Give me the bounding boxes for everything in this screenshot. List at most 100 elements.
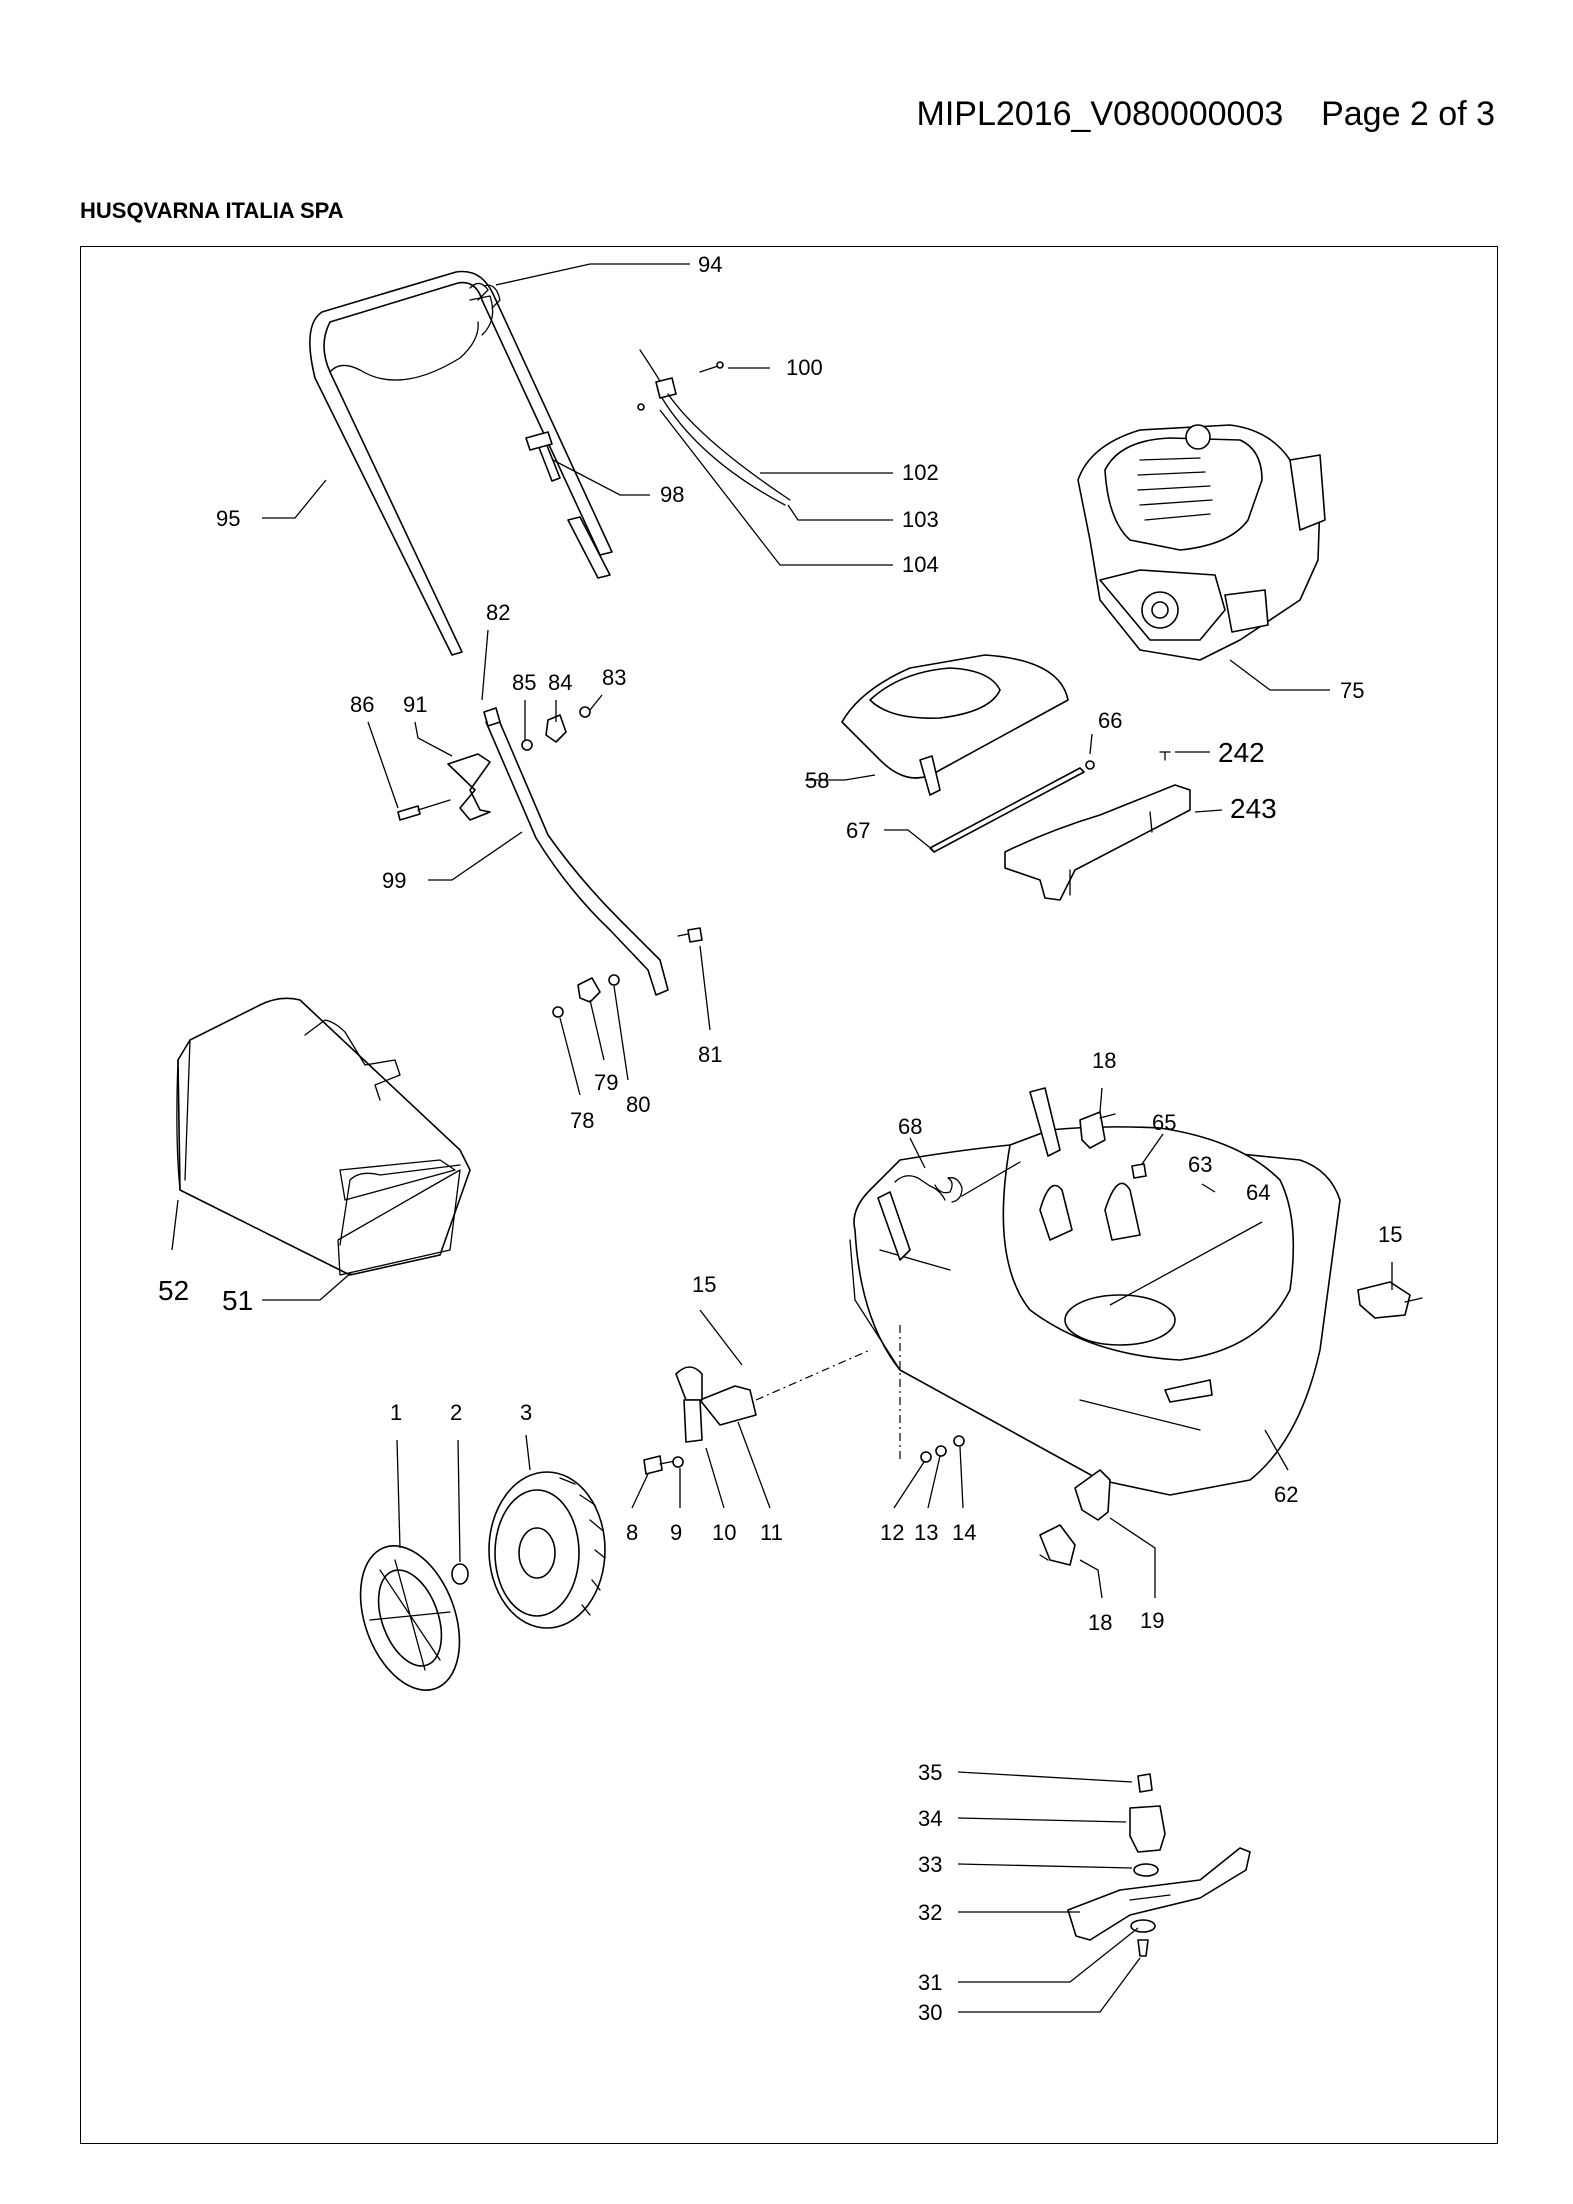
callout-91: 91 [403,692,427,717]
bolt-81-part[interactable] [677,927,703,943]
callout-98: 98 [660,482,684,507]
rear-deflector-part[interactable] [841,654,1069,796]
callout-15-center: 15 [692,1272,716,1297]
callout-31: 31 [918,1970,942,1995]
part-78[interactable] [552,1006,564,1018]
bracket-18-top-part[interactable] [1079,1111,1116,1149]
callout-103: 103 [902,507,939,532]
callout-11: 11 [760,1520,783,1545]
callout-58: 58 [805,768,829,793]
callout-19: 19 [1140,1608,1164,1633]
callout-66: 66 [1098,708,1122,733]
callout-75: 75 [1340,678,1364,703]
bracket-91-part[interactable] [447,753,491,821]
callout-80: 80 [626,1092,650,1117]
callout-63: 63 [1188,1152,1212,1177]
control-lever-part[interactable] [469,282,501,309]
callout-30: 30 [918,2000,942,2025]
blade-key-part[interactable] [1137,1773,1153,1793]
page-indicator: Page 2 of 3 [1321,95,1495,133]
grass-bag-part[interactable] [176,997,471,1276]
part-83[interactable] [579,706,591,718]
callout-67: 67 [846,818,870,843]
handle-tube-part[interactable] [525,431,611,579]
part-85[interactable] [521,739,533,751]
bracket-18-bottom-part[interactable] [1039,1524,1076,1566]
callout-99: 99 [382,868,406,893]
callout-51: 51 [222,1285,253,1316]
company-name: HUSQVARNA ITALIA SPA [80,198,344,223]
washer-66-part[interactable] [1085,760,1095,770]
callout-81: 81 [698,1042,722,1067]
bag-frame-part[interactable] [339,1164,461,1246]
pin-65-part[interactable] [1131,1163,1147,1179]
washer-12-part[interactable] [920,1451,932,1463]
callout-14: 14 [952,1520,976,1545]
diagram-frame [80,246,1498,2144]
hubcap-part[interactable] [342,1532,478,1704]
document-id: MIPL2016_V080000003 [916,95,1284,133]
callout-35: 35 [918,1760,942,1785]
callout-85: 85 [512,670,536,695]
callout-labels: 94 100 102 103 104 95 98 75 82 85 84 83 … [158,252,1402,2025]
callout-32: 32 [918,1900,942,1925]
callout-15-right: 15 [1378,1222,1402,1247]
callout-3: 3 [520,1400,532,1425]
callout-52: 52 [158,1275,189,1306]
upper-handle-part[interactable] [309,270,613,656]
callout-86: 86 [350,692,374,717]
leader-lines [171,263,1393,2013]
washer-13-part[interactable] [935,1445,947,1457]
screw-242-part[interactable] [1159,751,1171,761]
part-84[interactable] [545,714,567,743]
callout-95: 95 [216,506,240,531]
callout-1: 1 [390,1400,402,1425]
bracket-15-right-part[interactable] [1357,1281,1423,1319]
mower-deck-part[interactable] [849,1126,1341,1496]
lever-10-part[interactable] [675,1366,703,1443]
callout-102: 102 [902,460,939,485]
wheel-part[interactable] [488,1471,606,1629]
nut-2-part[interactable] [451,1563,469,1585]
callout-10: 10 [712,1520,736,1545]
bolt-8-part[interactable] [643,1455,681,1475]
callout-243: 243 [1230,793,1277,824]
spring-part[interactable] [894,1161,1021,1203]
washer-33-part[interactable] [1133,1863,1159,1877]
bracket-19-part[interactable] [1074,1469,1111,1521]
callout-12: 12 [880,1520,904,1545]
callout-242: 242 [1218,737,1265,768]
axle-dash-line [755,1325,901,1460]
callout-78: 78 [570,1108,594,1133]
callout-104: 104 [902,552,939,577]
callout-68: 68 [898,1114,922,1139]
callout-8: 8 [626,1520,638,1545]
nut-14-part[interactable] [953,1435,965,1447]
callout-82: 82 [486,600,510,625]
callout-64: 64 [1246,1180,1270,1205]
part-80[interactable] [608,974,620,986]
callout-83: 83 [602,665,626,690]
callout-62: 62 [1274,1482,1298,1507]
deck-plate-right-part[interactable] [1029,1087,1061,1157]
lower-handle-part[interactable] [483,707,669,996]
blade-part[interactable] [1067,1847,1251,1941]
callout-84: 84 [548,670,572,695]
callout-34: 34 [918,1806,942,1831]
deck-plate-left-part[interactable] [877,1191,911,1261]
engine-part[interactable] [1077,424,1326,661]
callout-2: 2 [450,1400,462,1425]
callout-18-top: 18 [1092,1048,1116,1073]
washer-9-part[interactable] [672,1456,684,1468]
callout-94: 94 [698,252,722,277]
part-79[interactable] [577,977,601,1003]
bolt-30-part[interactable] [1137,1939,1149,1957]
rear-cover-part[interactable] [1004,784,1191,901]
throttle-cable-part[interactable] [637,349,791,506]
callout-18-bottom: 18 [1088,1610,1112,1635]
bolt-86-part[interactable] [397,799,451,821]
callout-9: 9 [670,1520,682,1545]
blade-adapter-part[interactable] [1129,1805,1166,1853]
document-id-header: MIPL2016_V080000003 Page 2 of 3 [860,95,1495,134]
shaft-part[interactable] [929,767,1085,853]
